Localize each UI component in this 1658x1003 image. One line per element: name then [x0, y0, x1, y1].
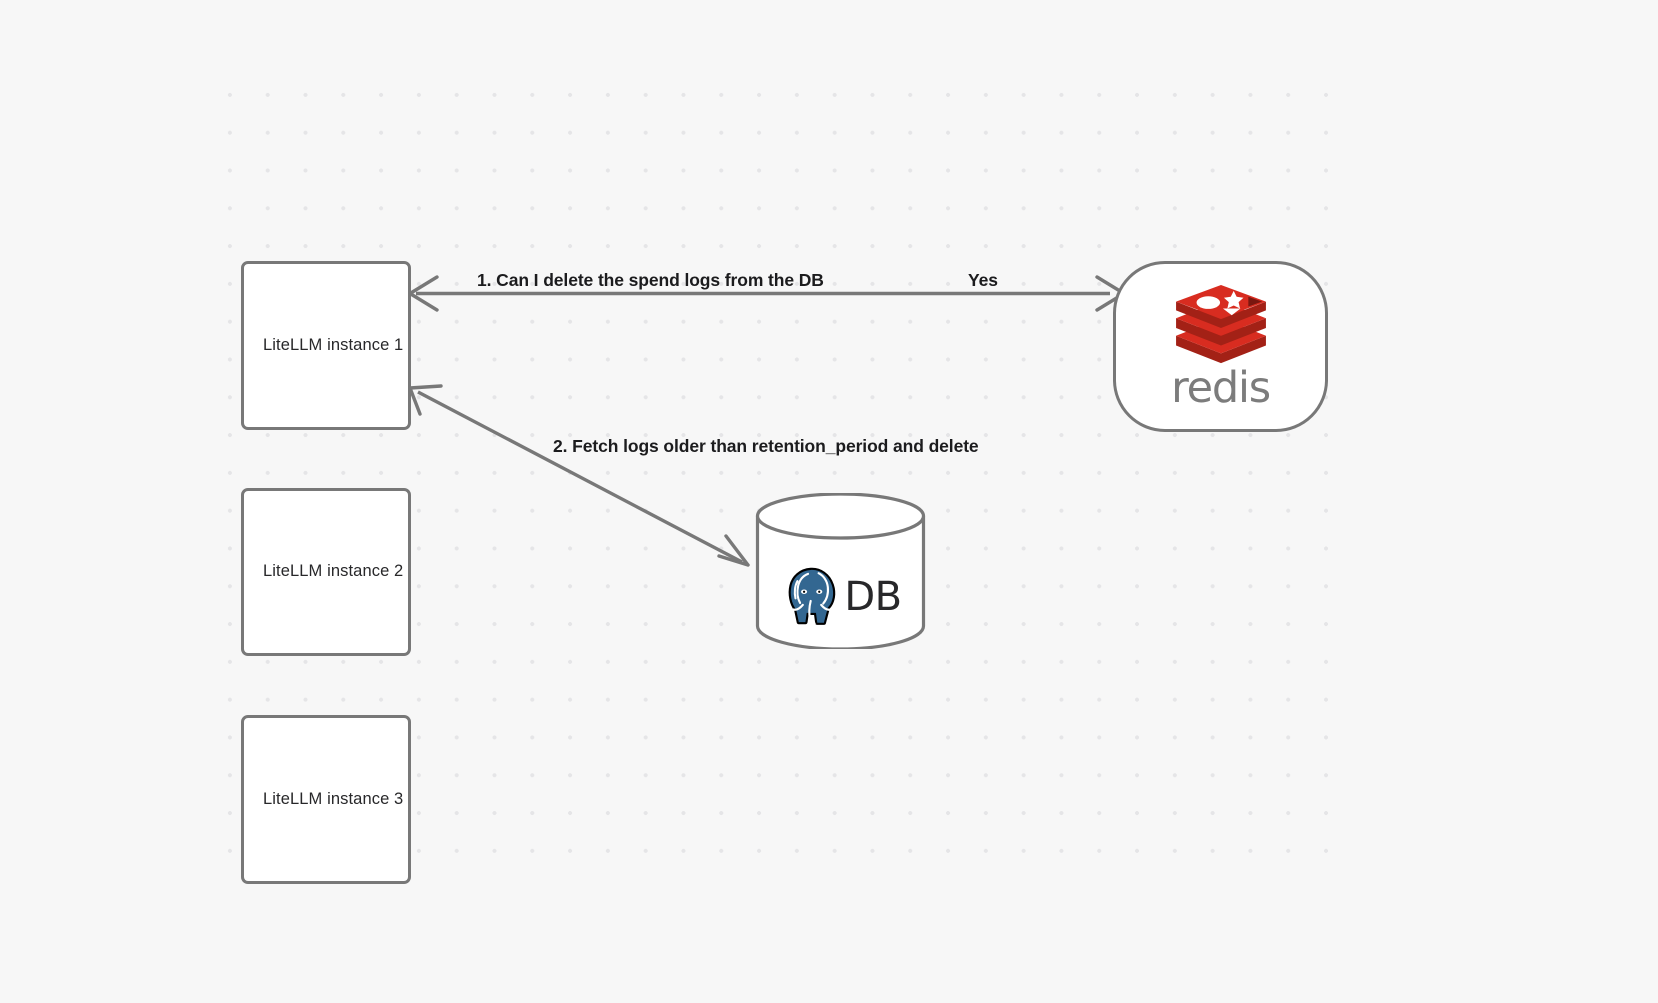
- arrowhead-downright: [717, 534, 750, 567]
- db-content: DB: [755, 545, 926, 649]
- node-label: LiteLLM instance 3: [263, 789, 404, 808]
- edge-label-step-2: 2. Fetch logs older than retention_perio…: [553, 436, 979, 456]
- node-litellm-instance-3[interactable]: LiteLLM instance 3: [241, 715, 411, 884]
- redis-logo-icon: [1172, 285, 1270, 369]
- node-label: LiteLLM instance 1: [263, 335, 404, 354]
- db-label: DB: [844, 574, 902, 620]
- edge-db-instance1: [408, 384, 750, 567]
- node-label: LiteLLM instance 2: [263, 562, 404, 581]
- redis-wordmark: redis: [1171, 363, 1271, 413]
- arrowhead-upleft: [408, 384, 443, 416]
- node-db[interactable]: DB: [755, 493, 926, 649]
- node-redis[interactable]: redis: [1113, 261, 1328, 432]
- node-litellm-instance-1[interactable]: LiteLLM instance 1: [241, 261, 411, 430]
- edge-label-yes: Yes: [968, 270, 998, 290]
- node-litellm-instance-2[interactable]: LiteLLM instance 2: [241, 488, 411, 656]
- postgresql-elephant-icon: [779, 564, 845, 630]
- edge-label-step-1: 1. Can I delete the spend logs from the …: [477, 270, 824, 290]
- arrowhead-left: [408, 275, 439, 312]
